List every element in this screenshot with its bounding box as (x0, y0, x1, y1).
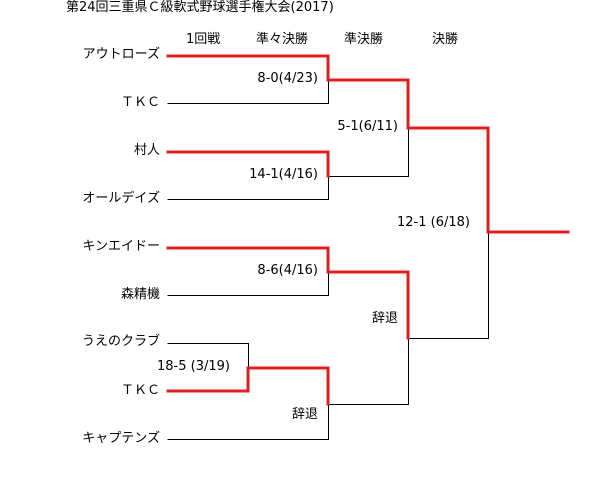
bracket-line (407, 233, 489, 339)
team-name: うえのクラブ (81, 334, 160, 349)
team-name: キャプテンズ (82, 431, 160, 446)
score-label: 辞退 (291, 407, 318, 422)
score-label: 18-5 (3/19) (157, 359, 230, 374)
team-name: 森精機 (120, 287, 160, 302)
team-name: 村人 (133, 143, 160, 158)
score-label: 8-0(4/23) (257, 71, 318, 86)
team-name: アウトローズ (82, 47, 160, 62)
score-label: 辞退 (371, 311, 398, 326)
winner-line (166, 150, 330, 178)
team-name: ＴＫＣ (120, 95, 160, 110)
team-name: ＴＫＣ (120, 383, 160, 398)
bracket-line (167, 403, 329, 440)
score-label: 12-1 (6/18) (397, 215, 470, 230)
score-label: 14-1(4/16) (249, 167, 318, 182)
bracket-line (167, 271, 329, 296)
bracket-line (167, 343, 249, 369)
bracket-line (167, 175, 329, 200)
column-final: 決勝 (432, 32, 459, 47)
bracket-line (327, 337, 409, 405)
column-semifinal: 準決勝 (344, 32, 384, 47)
bracket-line (327, 127, 409, 177)
team-name: キンエイドー (82, 239, 160, 254)
column-round1: 1回戦 (186, 32, 221, 47)
bracket-line (167, 79, 329, 104)
winner-line (166, 54, 570, 234)
winner-line (166, 366, 330, 406)
score-label: 8-6(4/16) (257, 263, 318, 278)
score-label: 5-1(6/11) (337, 119, 398, 134)
diagram-title: 第24回三重県Ｃ級軟式野球選手権大会(2017) (66, 0, 334, 15)
column-quarterfinal: 準々決勝 (256, 32, 309, 47)
team-name: オールデイズ (82, 191, 160, 206)
winner-line (166, 246, 410, 340)
